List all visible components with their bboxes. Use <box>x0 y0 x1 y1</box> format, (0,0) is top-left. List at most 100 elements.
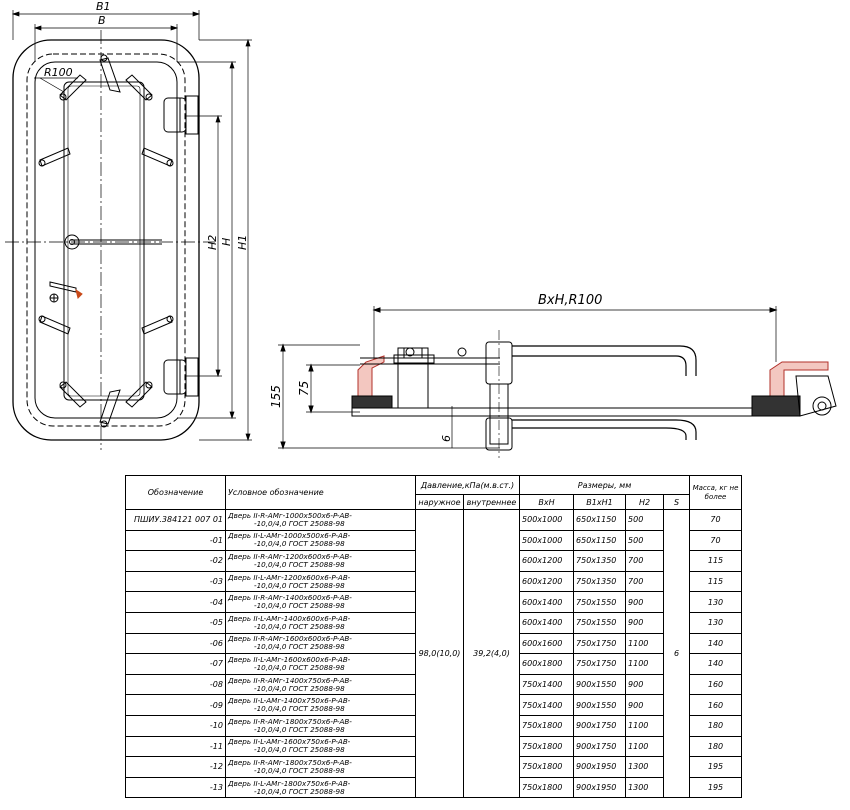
bxh-cell: 750x1800 <box>519 714 575 737</box>
door-clamps <box>38 54 174 428</box>
designation-cell: -01 <box>125 529 226 552</box>
mass-cell: 195 <box>689 756 743 778</box>
designation-cell: -07 <box>125 653 226 675</box>
conditional-line-2: -10,0/4,0 ГОСТ 25088-98 <box>254 601 345 611</box>
b1xh1-cell: 900x1550 <box>573 694 627 716</box>
bxh-cell: 600x1200 <box>519 570 575 593</box>
header-conditional: Условное обозначение <box>225 475 416 510</box>
door-section-view <box>278 306 837 458</box>
table-header-row-1: Обозначение Условное обозначение Давлени… <box>125 475 743 510</box>
designation-cell: -03 <box>125 570 226 593</box>
header-b1xh1: B1xH1 <box>573 494 627 510</box>
bxh-cell: 600x1400 <box>519 591 575 613</box>
h2-cell: 1300 <box>625 756 665 778</box>
conditional-designation-cell: Дверь II-R-АМг-1600x600x6-P-AB--10,0/4,0… <box>225 632 416 655</box>
h2-cell: 1100 <box>625 714 665 737</box>
b1xh1-cell: 900x1950 <box>573 776 627 799</box>
conditional-line-2: -10,0/4,0 ГОСТ 25088-98 <box>254 580 345 590</box>
door-front-view <box>5 10 252 450</box>
conditional-line-1: Дверь II-R-АМг-1600x600x6-P-AB- <box>228 634 352 644</box>
header-s: S <box>663 494 691 510</box>
h2-cell: 500 <box>625 509 665 531</box>
conditional-line-1: Дверь II-R-АМг-1800x750x6-P-AB- <box>228 757 352 767</box>
h2-cell: 700 <box>625 570 665 593</box>
mass-cell: 130 <box>689 611 743 634</box>
conditional-designation-cell: Дверь II-R-АМг-1800x750x6-P-AB--10,0/4,0… <box>225 714 416 737</box>
mass-cell: 115 <box>689 570 743 593</box>
conditional-line-2: -10,0/4,0 ГОСТ 25088-98 <box>254 786 345 796</box>
dim-h1-label: H1 <box>236 235 249 250</box>
b1xh1-cell: 750x1750 <box>573 653 627 675</box>
dim-155-label: 155 <box>269 385 283 408</box>
header-bxh: BxH <box>519 494 575 510</box>
s-cell: 6 <box>663 508 691 799</box>
technical-drawing: B1 B R100 H2 H H1 <box>5 0 837 458</box>
conditional-line-1: Дверь II-R-АМг-1000x500x6-P-AB- <box>228 510 352 520</box>
mass-cell: 140 <box>689 653 743 675</box>
bxh-cell: 600x1800 <box>519 653 575 675</box>
specification-table-wrapper: Обозначение Условное обозначение Давлени… <box>125 475 743 800</box>
h2-cell: 1100 <box>625 632 665 655</box>
b1xh1-cell: 900x1750 <box>573 714 627 737</box>
conditional-line-1: Дверь II-L-АМг-1600x600x6-P-AB- <box>228 654 351 664</box>
conditional-designation-cell: Дверь II-R-АМг-1000x500x6-P-AB--10,0/4,0… <box>225 509 416 531</box>
conditional-line-2: -10,0/4,0 ГОСТ 25088-98 <box>254 642 345 652</box>
h2-cell: 900 <box>625 611 665 634</box>
bxh-cell: 600x1400 <box>519 611 575 634</box>
door-stiffener-frame <box>63 81 145 401</box>
dim-r100-label: R100 <box>44 66 73 79</box>
header-designation: Обозначение <box>125 475 226 510</box>
mass-cell: 70 <box>689 529 743 552</box>
header-mass: Масса, кг не более <box>689 475 743 510</box>
conditional-line-2: -10,0/4,0 ГОСТ 25088-98 <box>254 539 345 549</box>
b1xh1-cell: 900x1950 <box>573 756 627 778</box>
designation-cell: ПШИУ.384121 007 01 <box>125 509 226 531</box>
designation-cell: -08 <box>125 673 226 696</box>
b1xh1-cell: 900x1750 <box>573 735 627 758</box>
dim-b-label: B <box>98 14 106 27</box>
conditional-line-2: -10,0/4,0 ГОСТ 25088-98 <box>254 559 345 569</box>
conditional-designation-cell: Дверь II-L-АМг-1400x600x6-P-AB--10,0/4,0… <box>225 611 416 634</box>
conditional-designation-cell: Дверь II-L-АМг-1600x750x6-P-AB--10,0/4,0… <box>225 735 416 758</box>
mass-cell: 195 <box>689 776 743 799</box>
b1xh1-cell: 750x1750 <box>573 632 627 655</box>
inner-pressure-cell: 39,2(4,0) <box>462 508 521 799</box>
h2-cell: 1300 <box>625 776 665 799</box>
dim-bxh-r100-label: BxH,R100 <box>538 293 602 308</box>
bxh-cell: 750x1800 <box>519 756 575 778</box>
conditional-line-1: Дверь II-R-АМг-1400x600x6-P-AB- <box>228 593 352 603</box>
conditional-line-1: Дверь II-R-АМг-1800x750x6-P-AB- <box>228 716 352 726</box>
conditional-line-1: Дверь II-L-АМг-1800x750x6-P-AB- <box>228 778 351 788</box>
header-h2: H2 <box>625 494 665 510</box>
door-leaf <box>34 61 178 419</box>
b1xh1-cell: 750x1550 <box>573 611 627 634</box>
conditional-designation-cell: Дверь II-R-АМг-1400x600x6-P-AB--10,0/4,0… <box>225 591 416 613</box>
b1xh1-cell: 750x1550 <box>573 591 627 613</box>
designation-cell: -06 <box>125 632 226 655</box>
conditional-line-1: Дверь II-R-АМг-1200x600x6-P-AB- <box>228 551 352 561</box>
conditional-line-1: Дверь II-L-АМг-1600x750x6-P-AB- <box>228 737 351 747</box>
conditional-line-2: -10,0/4,0 ГОСТ 25088-98 <box>254 518 345 528</box>
conditional-designation-cell: Дверь II-L-АМг-1200x600x6-P-AB--10,0/4,0… <box>225 570 416 593</box>
mass-cell: 160 <box>689 673 743 696</box>
designation-cell: -11 <box>125 735 226 758</box>
b1xh1-cell: 650x1150 <box>573 509 627 531</box>
bxh-cell: 500x1000 <box>519 509 575 531</box>
h2-cell: 700 <box>625 550 665 572</box>
mass-cell: 70 <box>689 509 743 531</box>
dim-6-label: 6 <box>440 435 453 442</box>
dim-b1-label: B1 <box>96 0 111 13</box>
bxh-cell: 500x1000 <box>519 529 575 552</box>
bxh-cell: 750x1800 <box>519 735 575 758</box>
header-inner: внутреннее <box>462 494 521 510</box>
h2-cell: 900 <box>625 694 665 716</box>
conditional-line-2: -10,0/4,0 ГОСТ 25088-98 <box>254 683 345 693</box>
header-pressure: Давление,кПа(м.в.ст.) <box>414 475 521 495</box>
conditional-line-2: -10,0/4,0 ГОСТ 25088-98 <box>254 724 345 734</box>
conditional-designation-cell: Дверь II-L-АМг-1800x750x6-P-AB--10,0/4,0… <box>225 776 416 799</box>
